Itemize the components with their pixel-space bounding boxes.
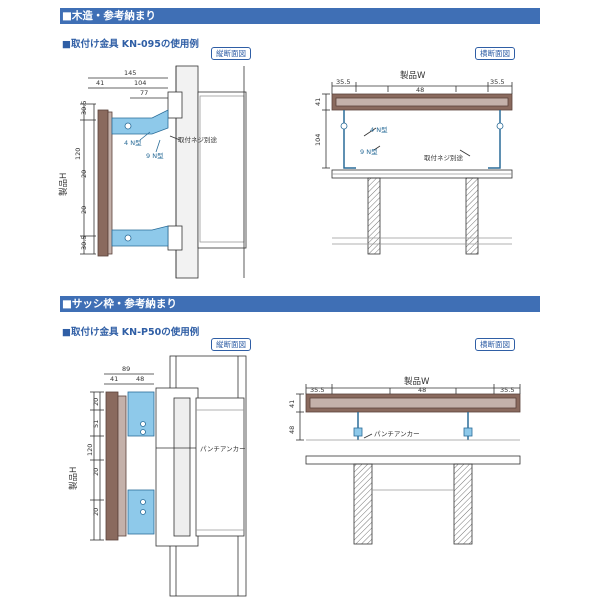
dim2-h-48-left: 48 <box>288 426 296 434</box>
vertical-section-drawing-2 <box>90 355 247 597</box>
dim-30_5-bottom: 30.5 <box>80 236 88 250</box>
tag-horizontal-section: 横断面図 <box>475 47 515 60</box>
callout-screw-1: 取付ネジ別途 <box>178 135 218 144</box>
callout-anchor-h: パンチアンカー <box>374 430 420 438</box>
dim-h-35_5-right: 35.5 <box>490 78 504 86</box>
dim2-48: 48 <box>136 375 144 383</box>
dim2-41: 41 <box>110 375 118 383</box>
dim-h-41: 41 <box>314 98 322 106</box>
horizontal-dims-1: 製品W 35.5 48 35.5 41 104 4 N型 9 N型 取付ネジ別途 <box>314 70 504 162</box>
height-label-2: 製品H <box>68 467 79 490</box>
dim2-120: 120 <box>86 444 94 456</box>
callout-h-9n: 9 N型 <box>360 147 378 156</box>
callout-h-screw: 取付ネジ別途 <box>424 153 464 162</box>
callout-9n-1: 9 N型 <box>146 151 164 160</box>
dim2-h-35_5-left: 35.5 <box>310 386 324 394</box>
dim2-51: 51 <box>92 420 100 428</box>
dim2-20-b: 20 <box>92 508 100 516</box>
dim2-89: 89 <box>122 365 130 373</box>
horizontal-dims-2: 製品W 35.5 48 35.5 41 48 パンチアンカー <box>288 376 514 438</box>
tag-vertical-section: 縦断面図 <box>211 47 251 60</box>
height-label-1: 製品H <box>58 173 69 196</box>
dim2-20-top: 20 <box>92 398 100 406</box>
width-label-2: 製品W <box>404 376 430 387</box>
dim-h-104: 104 <box>314 134 322 146</box>
section-heading-sash: ■サッシ枠・参考納まり <box>60 296 540 312</box>
dim2-h-41: 41 <box>288 400 296 408</box>
subheading-kn095: ■取付け金具 KN-095の使用例 <box>62 39 199 50</box>
dim-104: 104 <box>134 79 146 87</box>
dim-h-48: 48 <box>416 86 424 94</box>
vertical-dims-1: 145 41 104 77 30.5 120 20 20 30.5 製品H 4 … <box>58 69 218 250</box>
dim-145: 145 <box>124 69 136 77</box>
horizontal-section-drawing-1 <box>322 82 513 255</box>
callout-h-4n: 4 N型 <box>370 125 388 134</box>
width-label-1: 製品W <box>400 70 426 81</box>
subheading-knp50: ■取付け金具 KN-P50の使用例 <box>62 327 200 338</box>
dim-120: 120 <box>74 148 82 160</box>
dim2-h-35_5-right: 35.5 <box>500 386 514 394</box>
dim2-h-48: 48 <box>418 386 426 394</box>
vertical-section-drawing-1 <box>80 65 247 279</box>
dim-77: 77 <box>140 89 148 97</box>
callout-anchor-v: パンチアンカー <box>200 445 246 453</box>
horizontal-section-drawing-2 <box>296 384 521 545</box>
callout-4n-1: 4 N型 <box>124 138 142 147</box>
dim-h-35_5-left: 35.5 <box>336 78 350 86</box>
section-heading-wood: ■木造・参考納まり <box>60 8 540 24</box>
dim-30_5-top: 30.5 <box>80 101 88 115</box>
dim-41: 41 <box>96 79 104 87</box>
tag-horizontal-section-2: 横断面図 <box>475 338 515 351</box>
dim-20-b: 20 <box>80 206 88 214</box>
vertical-dims-2: 89 41 48 20 51 120 20 20 製品H パンチアンカー <box>68 365 246 516</box>
dim-20-a: 20 <box>80 170 88 178</box>
dim2-20-a: 20 <box>92 468 100 476</box>
tag-vertical-section-2: 縦断面図 <box>211 338 251 351</box>
